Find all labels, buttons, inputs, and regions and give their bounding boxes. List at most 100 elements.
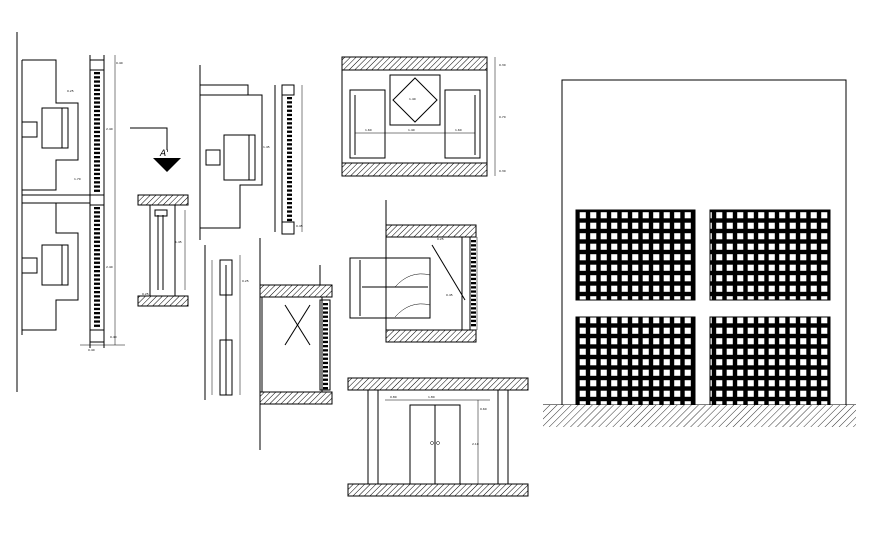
lattice-tick — [323, 345, 328, 348]
lattice-tick — [287, 97, 292, 100]
lattice-tick — [323, 378, 328, 381]
dim-text: 1.45 — [263, 145, 270, 149]
lattice-panel-bottom-left — [575, 316, 696, 406]
lattice-tick — [94, 76, 100, 79]
lattice-tick — [94, 270, 100, 273]
lattice-tick — [471, 248, 476, 251]
lattice-tick — [94, 177, 100, 180]
lattice-tick — [94, 223, 100, 227]
lattice-tick — [94, 151, 100, 155]
lattice-tick — [287, 155, 292, 159]
lattice-panel-top-left — [575, 209, 696, 301]
lattice-tick — [471, 269, 476, 272]
lattice-tick — [323, 349, 328, 352]
lattice-tick — [287, 164, 292, 167]
lattice-tick — [94, 215, 100, 218]
door-elevation: 1.80 2.10 0.80 0.60 — [347, 377, 529, 497]
lattice-tick — [94, 84, 100, 87]
lattice-tick — [323, 324, 328, 327]
lattice-tick — [323, 307, 328, 310]
dim-text: 0.25 — [437, 237, 444, 241]
lattice-tick — [471, 315, 476, 318]
lattice-tick — [323, 357, 328, 360]
lattice-tick — [94, 126, 100, 129]
lattice-tick — [323, 315, 328, 318]
lattice-tick — [94, 118, 100, 121]
lattice-tick — [94, 172, 100, 176]
lattice-tick — [287, 134, 292, 138]
lattice-tick — [471, 244, 476, 247]
dim-text: 2.40 — [106, 265, 113, 269]
lattice-tick — [94, 228, 100, 231]
dim-text: 2.40 — [106, 127, 113, 131]
dim-text: 1.60 — [365, 128, 372, 132]
dim-text: 0.30 — [499, 63, 506, 67]
lattice-tick — [323, 340, 328, 344]
lattice-tick — [94, 164, 100, 167]
middle-plan-lattice — [323, 303, 328, 390]
lattice-tick — [287, 130, 292, 133]
dim-text: 0.60 — [480, 407, 487, 411]
lattice-tick — [94, 72, 100, 75]
lattice-tick — [471, 256, 476, 260]
lattice-tick — [94, 80, 100, 83]
lattice-tick — [94, 139, 100, 142]
lattice-tick — [287, 105, 292, 108]
lattice-tick — [94, 211, 100, 214]
lattice-tick — [94, 265, 100, 269]
dim-text: 0.45 — [296, 224, 303, 228]
lattice-tick — [94, 282, 100, 285]
lattice-tick — [323, 332, 328, 335]
lattice-tick — [94, 97, 100, 100]
lattice-tick — [471, 273, 476, 276]
lattice-tick — [94, 181, 100, 184]
sliding-window-plan: 0.25 0.45 — [349, 200, 478, 343]
lattice-tick — [323, 353, 328, 356]
dim-text: 1.40 — [408, 128, 415, 132]
section-marker: A' — [130, 127, 181, 172]
mid-wall-section: 1.45 0.45 — [199, 65, 303, 240]
lattice-tick — [94, 93, 100, 96]
dim-text: 1.40 — [409, 97, 416, 101]
lattice-tick — [287, 143, 292, 146]
dim-text: 0.30 — [499, 169, 506, 173]
lattice-tick — [471, 252, 476, 255]
lattice-tick — [323, 319, 328, 323]
lattice-tick — [94, 244, 100, 248]
lattice-tick — [94, 156, 100, 159]
dim-text: 0.25 — [67, 89, 74, 93]
lattice-tick — [94, 257, 100, 260]
lattice-panel-top-right — [709, 209, 831, 301]
lattice-tick — [94, 88, 100, 92]
lattice-tick — [287, 197, 292, 201]
ground-hatch — [543, 405, 856, 427]
lattice-tick — [94, 299, 100, 302]
lattice-tick — [94, 114, 100, 117]
lattice-tick — [287, 176, 292, 180]
lattice-tick — [94, 189, 100, 192]
lattice-panel-bottom-right — [709, 316, 831, 406]
window-plan-top: 0.30 0.70 0.30 1.60 1.40 1.60 1.40 — [341, 56, 506, 177]
lattice-tick — [94, 274, 100, 277]
lattice-tick — [323, 336, 328, 339]
lattice-tick — [323, 374, 328, 377]
lattice-tick — [471, 294, 476, 297]
lattice-tick — [323, 361, 328, 365]
lattice-tick — [287, 206, 292, 209]
lattice-tick — [323, 303, 328, 306]
lattice-tick — [94, 303, 100, 306]
lattice-tick — [323, 366, 328, 369]
lattice-tick — [94, 160, 100, 163]
left-lattice-ticks — [94, 72, 100, 327]
lattice-tick — [94, 207, 100, 210]
lattice-tick — [287, 113, 292, 117]
lattice-tick — [94, 219, 100, 222]
dim-text: 0.25 — [142, 292, 149, 296]
lattice-tick — [471, 277, 476, 281]
lattice-tick — [94, 185, 100, 188]
lattice-tick — [94, 101, 100, 104]
dim-text: 0.45 — [446, 293, 453, 297]
lattice-tick — [94, 109, 100, 113]
dim-text: 0.70 — [499, 115, 506, 119]
